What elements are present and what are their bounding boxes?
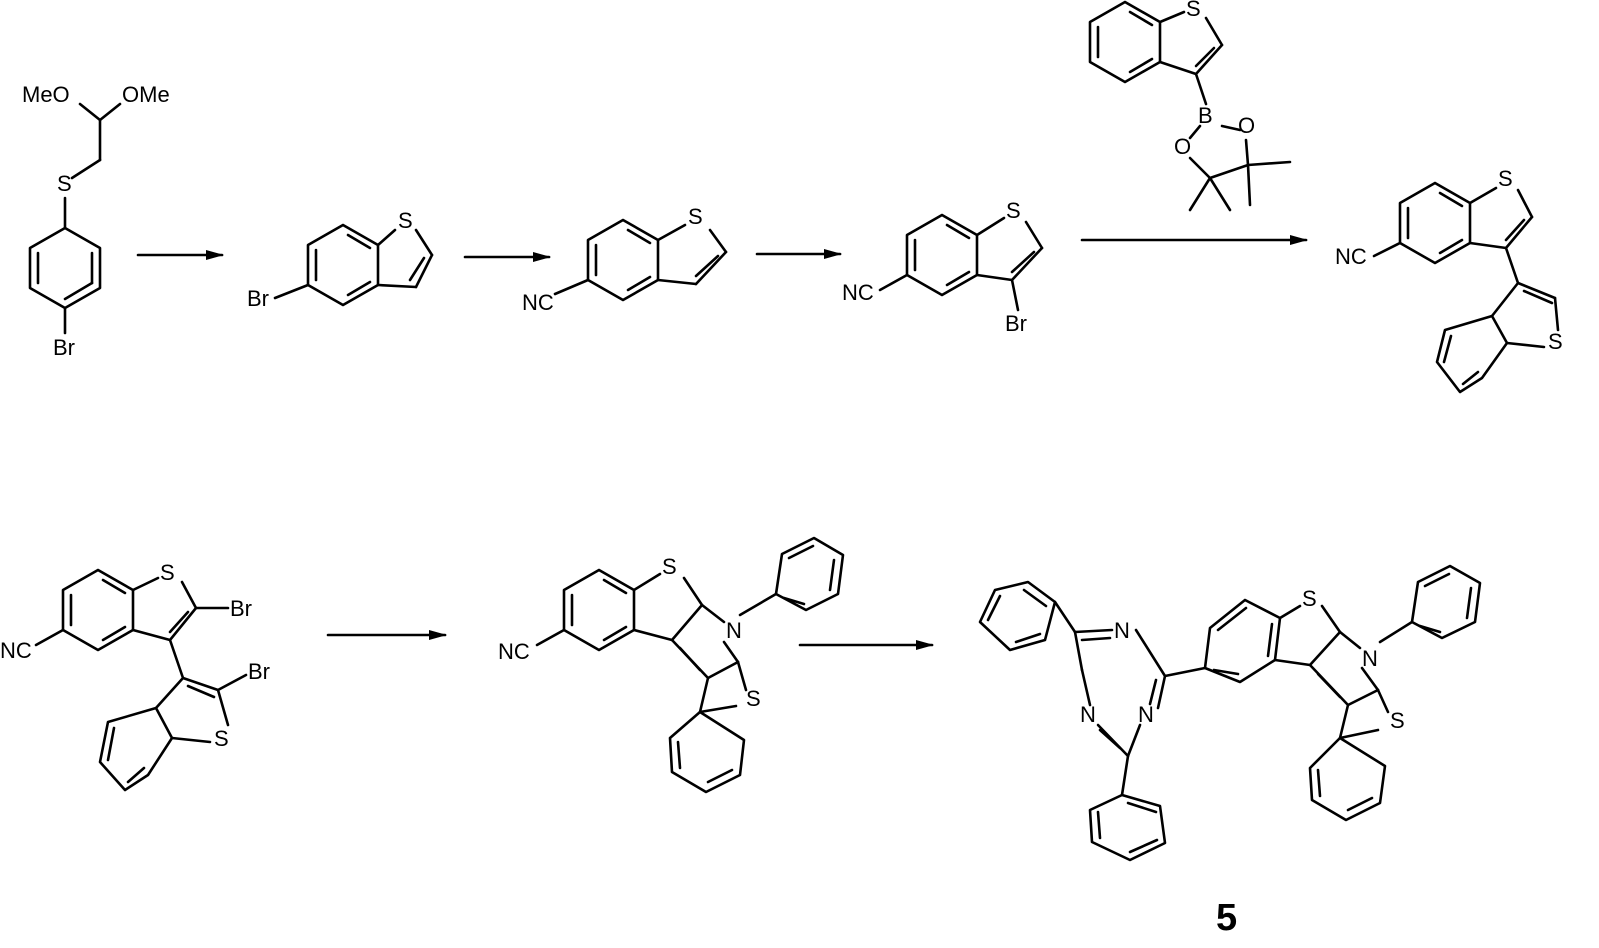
compound-bromophenyl-thioacetal: MeO OMe S Br bbox=[22, 82, 170, 360]
label-b: B bbox=[1198, 103, 1213, 128]
compound-benzothiophene-5-carbonitrile: S NC bbox=[522, 204, 726, 315]
label-br: Br bbox=[230, 596, 252, 621]
label-nc: NC bbox=[498, 639, 530, 664]
compound-bibenzothiophene-carbonitrile: S S NC bbox=[1335, 166, 1563, 392]
label-n: N bbox=[1080, 702, 1096, 727]
label-ome: OMe bbox=[122, 82, 170, 107]
label-s: S bbox=[1498, 166, 1513, 191]
label-s: S bbox=[1302, 586, 1317, 611]
label-br: Br bbox=[247, 286, 269, 311]
label-nc: NC bbox=[842, 280, 874, 305]
label-br: Br bbox=[248, 659, 270, 684]
label-s: S bbox=[746, 686, 761, 711]
label-s: S bbox=[688, 204, 703, 229]
label-n: N bbox=[1114, 618, 1130, 643]
label-o: O bbox=[1238, 113, 1255, 138]
compound-5-bromobenzothiophene: S Br bbox=[247, 208, 432, 311]
label-s: S bbox=[57, 171, 72, 196]
label-s: S bbox=[160, 560, 175, 585]
label-o: O bbox=[1174, 134, 1191, 159]
label-n: N bbox=[726, 618, 742, 643]
label-nc: NC bbox=[522, 290, 554, 315]
label-s: S bbox=[1548, 329, 1563, 354]
label-nc: NC bbox=[1335, 244, 1367, 269]
label-s: S bbox=[1390, 708, 1405, 733]
label-s: S bbox=[398, 208, 413, 233]
label-n: N bbox=[1138, 702, 1154, 727]
compound-dibromo-bibenzothiophene-carbonitrile: S Br Br S NC bbox=[0, 560, 270, 790]
compound-3-bromo-benzothiophene-5-carbonitrile: S Br NC bbox=[842, 198, 1042, 336]
compound-5-triazine-product: N N N S N S 5 bbox=[980, 566, 1480, 939]
reagent-benzothiophene-boronate: S B O O bbox=[1090, 0, 1290, 210]
label-n: N bbox=[1362, 646, 1378, 671]
label-s: S bbox=[214, 726, 229, 751]
label-nc: NC bbox=[0, 638, 32, 663]
label-s: S bbox=[1006, 198, 1021, 223]
label-br: Br bbox=[53, 335, 75, 360]
compound-number: 5 bbox=[1216, 897, 1237, 939]
label-s: S bbox=[1186, 0, 1201, 21]
label-meo: MeO bbox=[22, 82, 70, 107]
compound-fused-pyrrole-carbonitrile: S N S NC bbox=[498, 538, 843, 792]
label-br: Br bbox=[1005, 311, 1027, 336]
label-s: S bbox=[662, 554, 677, 579]
